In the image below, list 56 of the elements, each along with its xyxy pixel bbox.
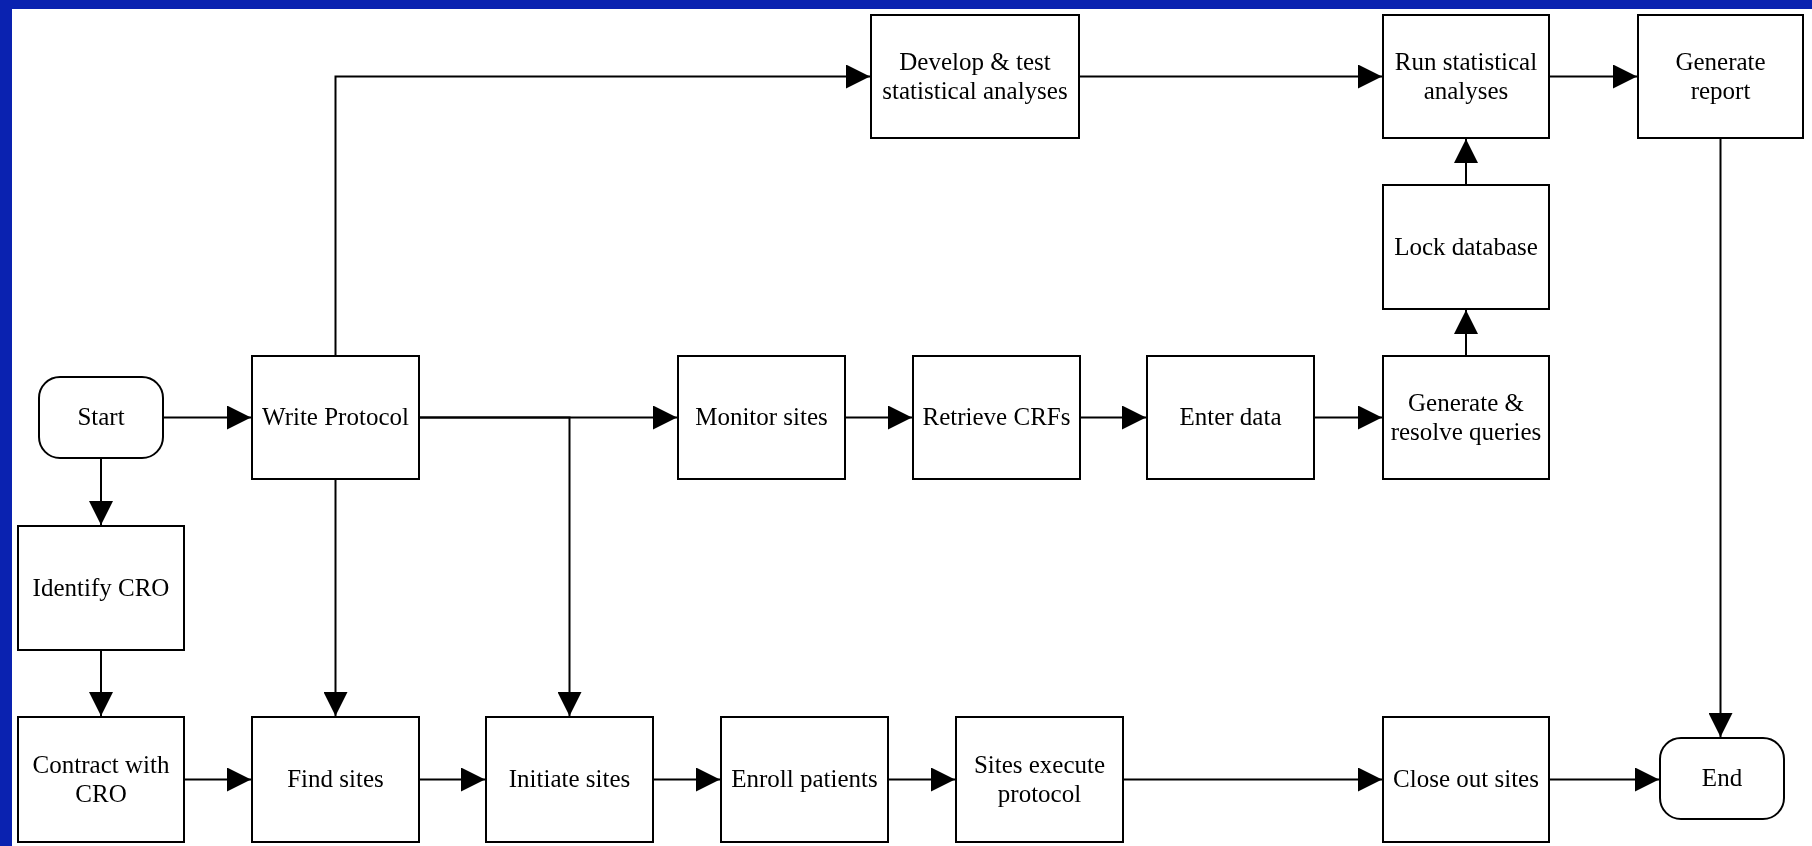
process-box xyxy=(720,716,889,843)
terminal-box xyxy=(38,376,164,459)
process-box xyxy=(17,525,185,651)
node-label: Run statistical analyses xyxy=(1393,47,1539,106)
node-label: Enroll patients xyxy=(731,765,878,794)
arrow xyxy=(89,458,113,526)
node-label: Enter data xyxy=(1179,403,1282,432)
process-box xyxy=(1382,184,1550,310)
node-label: Close out sites xyxy=(1393,765,1539,794)
arrow xyxy=(1454,138,1478,185)
arrow xyxy=(419,767,486,792)
arrow xyxy=(1079,64,1383,89)
arrow xyxy=(1454,309,1478,356)
process-box xyxy=(912,355,1081,480)
process-box xyxy=(485,716,654,843)
arrow xyxy=(653,767,721,792)
process-box xyxy=(1146,355,1315,480)
arrow xyxy=(419,416,582,717)
process-box xyxy=(677,355,846,480)
arrow xyxy=(1708,138,1733,738)
arrow xyxy=(1549,767,1660,792)
arrow xyxy=(845,405,913,430)
process-box xyxy=(1382,355,1550,480)
node-label: Lock database xyxy=(1394,232,1538,262)
arrow xyxy=(334,64,871,356)
arrow xyxy=(184,767,252,792)
node-label: Monitor sites xyxy=(695,403,828,432)
arrow xyxy=(323,479,348,717)
process-box xyxy=(870,14,1080,139)
process-box xyxy=(1382,716,1550,843)
arrow xyxy=(163,405,252,430)
node-label: Initiate sites xyxy=(508,765,631,794)
terminal-box xyxy=(1659,737,1785,820)
node-label: Identify CRO xyxy=(32,573,170,603)
node-label: End xyxy=(1701,764,1743,793)
node-label: Generate & resolve queries xyxy=(1390,388,1542,447)
node-label: Sites execute protocol xyxy=(972,750,1107,809)
process-box xyxy=(17,716,185,843)
node-label: Generate report xyxy=(1674,47,1767,106)
process-box xyxy=(251,355,420,480)
arrow xyxy=(1314,405,1383,430)
node-label: Find sites xyxy=(287,765,384,794)
arrow xyxy=(89,650,113,717)
process-box xyxy=(1637,14,1804,139)
process-box xyxy=(955,716,1124,843)
node-label: Develop & test statistical analyses xyxy=(881,47,1069,106)
arrow xyxy=(1549,64,1638,89)
node-label: Write Protocol xyxy=(262,403,409,432)
arrow xyxy=(888,767,956,792)
process-box xyxy=(251,716,420,843)
node-label: Contract with CRO xyxy=(31,750,171,809)
node-label: Start xyxy=(77,403,125,432)
process-box xyxy=(1382,14,1550,139)
arrow xyxy=(1080,405,1147,430)
arrow xyxy=(1123,767,1383,792)
node-label: Retrieve CRFs xyxy=(922,403,1071,432)
